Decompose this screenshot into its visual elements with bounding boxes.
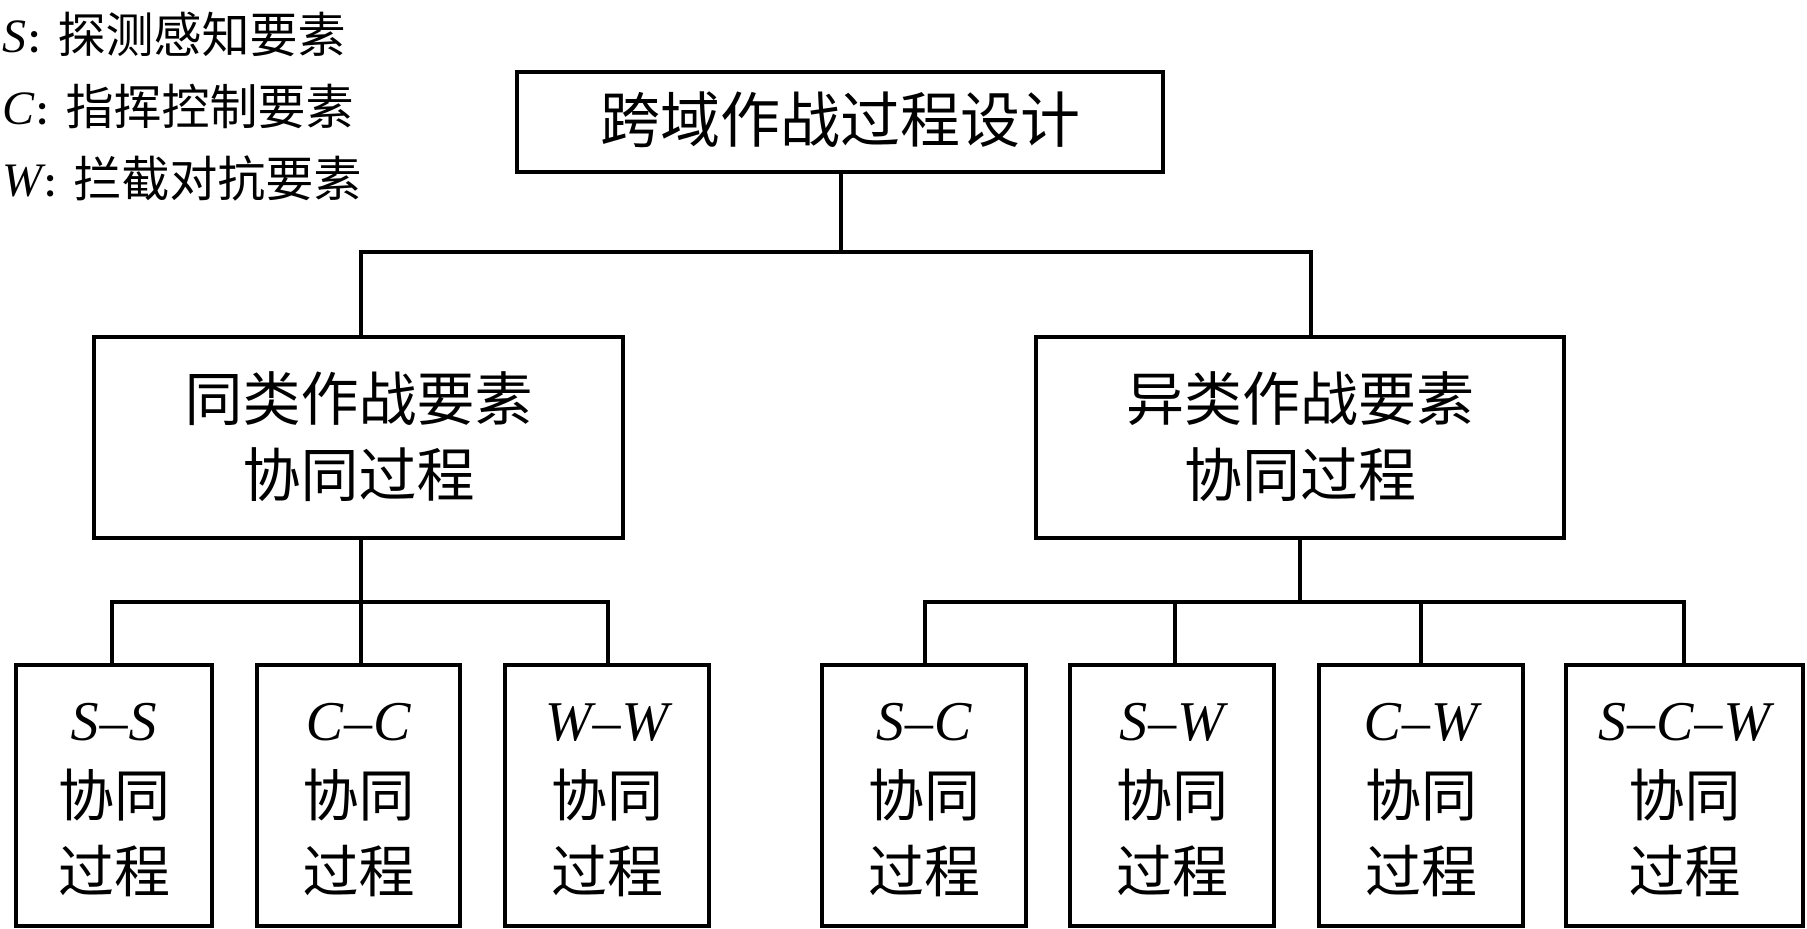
connector-same-leaf-1 bbox=[110, 600, 114, 664]
leaf-line2: 过程 bbox=[58, 840, 170, 906]
legend-key: S bbox=[2, 10, 26, 63]
leaf-node-s-s: S–S 协同 过程 bbox=[14, 663, 214, 928]
leaf-node-w-w: W–W 协同 过程 bbox=[503, 663, 711, 928]
connector-to-branch-same bbox=[359, 250, 363, 336]
root-label: 跨域作战过程设计 bbox=[600, 87, 1080, 157]
legend-text: 指挥控制要素 bbox=[65, 80, 354, 136]
leaf-line1: 协同 bbox=[868, 764, 980, 830]
branch-label-line2: 协同过程 bbox=[242, 441, 475, 510]
leaf-pair: S–C–W bbox=[1598, 690, 1771, 753]
leaf-pair: C–C bbox=[305, 690, 412, 753]
legend-item-s: S: 探测感知要素 bbox=[2, 8, 346, 64]
leaf-line2: 过程 bbox=[868, 840, 980, 906]
leaf-pair: S–S bbox=[70, 690, 158, 753]
connector-diff-leaf-2 bbox=[1173, 600, 1177, 664]
leaf-line1: 协同 bbox=[58, 764, 170, 830]
leaf-node-c-w: C–W 协同 过程 bbox=[1317, 663, 1525, 928]
branch-node-diff-type: 异类作战要素 协同过程 bbox=[1034, 335, 1566, 540]
connector-same-down bbox=[359, 537, 363, 604]
legend-text: 拦截对抗要素 bbox=[73, 152, 362, 208]
leaf-pair: S–C bbox=[875, 690, 973, 753]
connector-same-leaf-3 bbox=[606, 600, 610, 664]
connector-diff-leaf-4 bbox=[1682, 600, 1686, 664]
connector-same-leaf-2 bbox=[359, 600, 363, 664]
connector-diff-down bbox=[1298, 537, 1302, 604]
branch-label-line1: 异类作战要素 bbox=[1125, 365, 1474, 434]
legend-item-c: C: 指挥控制要素 bbox=[2, 80, 354, 136]
branch-label-line1: 同类作战要素 bbox=[184, 365, 533, 434]
leaf-line1: 协同 bbox=[1116, 764, 1228, 830]
legend-text: 探测感知要素 bbox=[57, 8, 346, 64]
legend-key: C bbox=[2, 82, 35, 135]
connector-level1-bar bbox=[359, 250, 1313, 254]
connector-root-down bbox=[839, 170, 843, 254]
branch-node-same-type: 同类作战要素 协同过程 bbox=[92, 335, 625, 540]
leaf-line1: 协同 bbox=[1628, 764, 1741, 830]
leaf-node-s-w: S–W 协同 过程 bbox=[1068, 663, 1276, 928]
legend-key: W bbox=[2, 154, 42, 207]
leaf-line2: 过程 bbox=[302, 840, 415, 906]
leaf-pair: S–W bbox=[1119, 690, 1225, 753]
leaf-line1: 协同 bbox=[302, 764, 415, 830]
leaf-line1: 协同 bbox=[551, 764, 663, 830]
leaf-line2: 过程 bbox=[1116, 840, 1228, 906]
leaf-pair: W–W bbox=[544, 690, 670, 753]
legend-item-w: W: 拦截对抗要素 bbox=[2, 152, 362, 208]
connector-diff-bar bbox=[923, 600, 1686, 604]
connector-diff-leaf-1 bbox=[923, 600, 927, 664]
leaf-line2: 过程 bbox=[1365, 840, 1477, 906]
leaf-node-c-c: C–C 协同 过程 bbox=[255, 663, 462, 928]
root-node: 跨域作战过程设计 bbox=[515, 70, 1165, 174]
legend: S: 探测感知要素 C: 指挥控制要素 W: 拦截对抗要素 bbox=[2, 0, 361, 216]
connector-to-branch-diff bbox=[1309, 250, 1313, 336]
leaf-pair: C–W bbox=[1363, 690, 1479, 753]
connector-diff-leaf-3 bbox=[1419, 600, 1423, 664]
leaf-node-s-c-w: S–C–W 协同 过程 bbox=[1564, 663, 1805, 928]
leaf-line2: 过程 bbox=[1628, 840, 1741, 906]
leaf-node-s-c: S–C 协同 过程 bbox=[820, 663, 1028, 928]
leaf-line1: 协同 bbox=[1365, 764, 1477, 830]
branch-label-line2: 协同过程 bbox=[1183, 441, 1416, 510]
leaf-line2: 过程 bbox=[551, 840, 663, 906]
